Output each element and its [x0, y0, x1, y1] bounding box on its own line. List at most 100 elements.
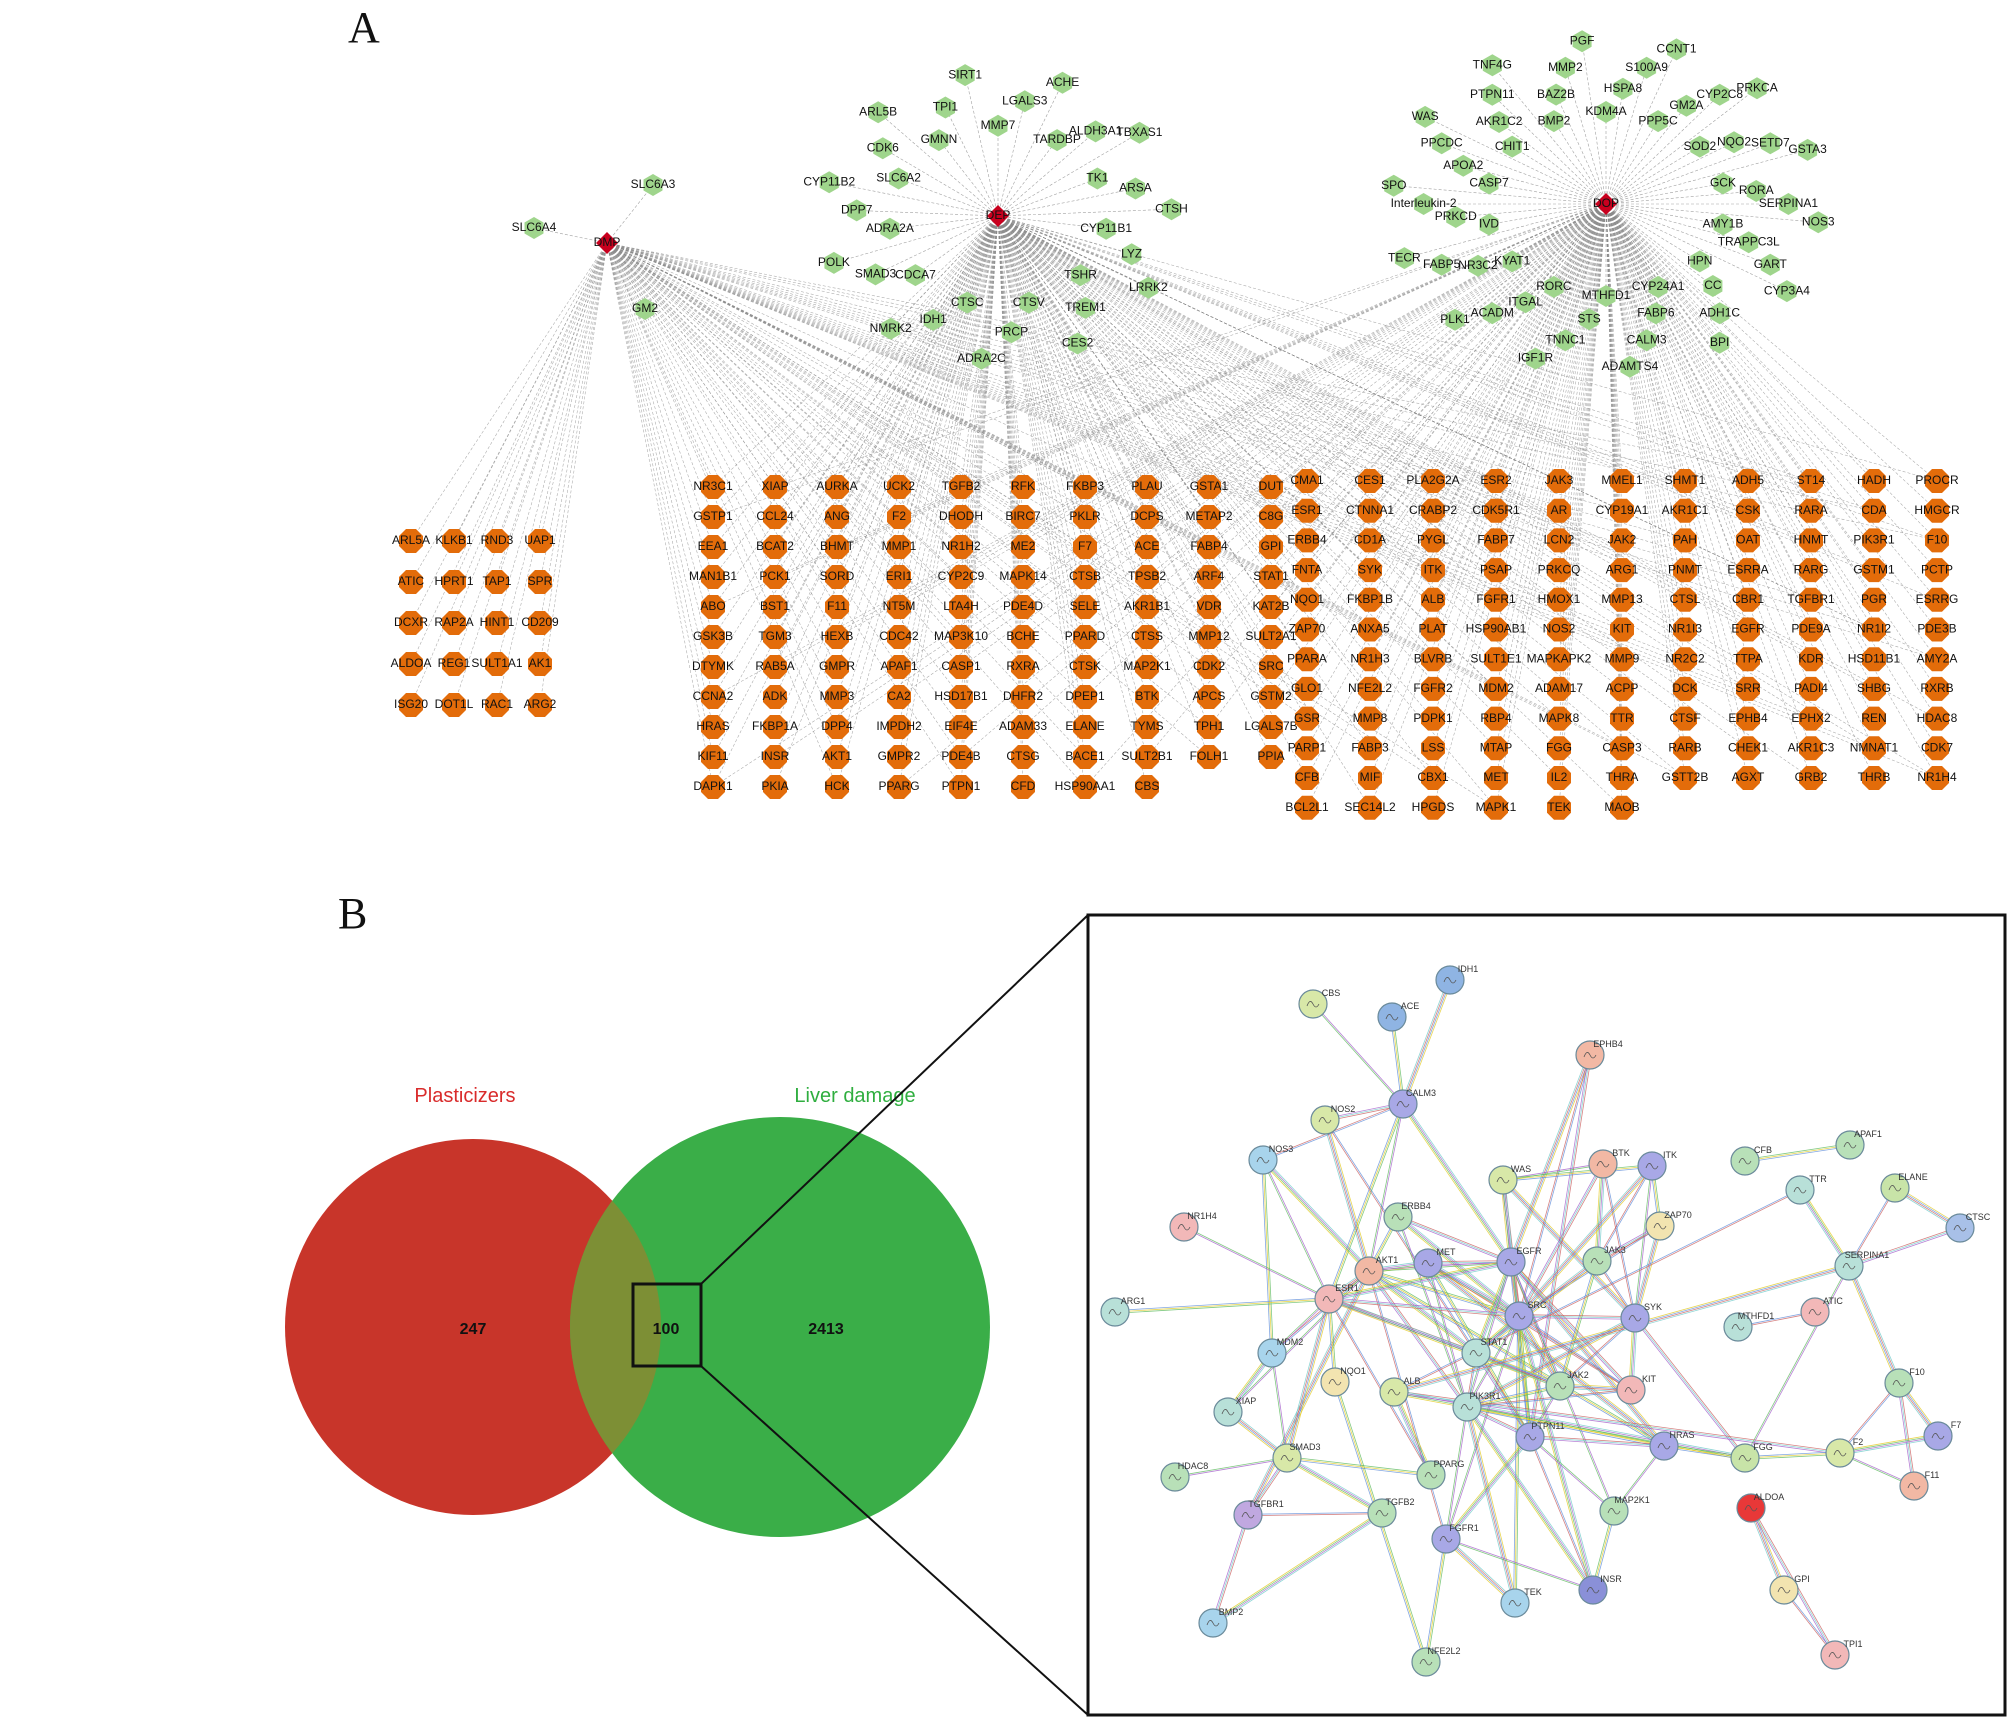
edge-dep-acpp — [997, 215, 1623, 690]
edge-dop-zap70 — [1306, 203, 1607, 630]
green-node-tshr: TSHR — [1064, 264, 1097, 287]
target-node-aldoa: ALDOA — [391, 652, 432, 676]
edge-dep-ace — [997, 215, 1148, 548]
venn-label-liver-damage: Liver damage — [794, 1085, 915, 1107]
ppi-edge-smad3-pparg — [1287, 1456, 1432, 1475]
svg-text:CSK: CSK — [1736, 503, 1761, 517]
green-node-calm3: CALM3 — [1627, 329, 1667, 352]
edge-dep-nr1h4 — [997, 215, 1938, 779]
svg-text:ALDOA: ALDOA — [391, 656, 432, 670]
target-node-pah: PAH — [1673, 528, 1697, 553]
green-node-ces2: CES2 — [1062, 332, 1094, 355]
edge-dop-amy2a — [1605, 203, 1938, 660]
ppi-edge-met-kit — [1427, 1263, 1631, 1391]
green-node-ivd: IVD — [1479, 213, 1499, 236]
svg-text:DPP7: DPP7 — [841, 203, 873, 217]
edge-dop-st14 — [1605, 203, 1812, 482]
target-node-arg1: ARG1 — [1606, 558, 1639, 583]
ppi-edge-serpina1-elane — [1849, 1188, 1896, 1267]
target-node-amy2a: AMY2A — [1917, 647, 1957, 672]
edge-dmp-rap2a — [453, 242, 608, 624]
target-node-sult1a1: SULT1A1 — [471, 652, 523, 676]
target-node-hmox1: HMOX1 — [1538, 587, 1581, 612]
svg-text:HDAC8: HDAC8 — [1178, 1461, 1209, 1471]
target-node-nt5m: NT5M — [883, 595, 915, 619]
green-node-lyz: LYZ — [1121, 243, 1142, 266]
edge-dop-adam33 — [1022, 203, 1607, 728]
edge-dmp-nr1i2 — [606, 242, 1875, 630]
edge-dep-hsp90aa1 — [997, 215, 1086, 788]
target-node-mif: MIF — [1358, 766, 1382, 790]
edge-dep-cyp11b1 — [997, 215, 1107, 230]
svg-text:GSTP1: GSTP1 — [693, 509, 733, 523]
ppi-edge-itk-jak3 — [1597, 1166, 1653, 1262]
ppi-edge-esr1-jak2 — [1329, 1297, 1561, 1386]
svg-text:RND3: RND3 — [481, 533, 514, 547]
edge-dop-cfb — [1306, 203, 1607, 779]
target-node-il2: IL2 — [1547, 766, 1571, 790]
svg-text:GSTM2: GSTM2 — [1250, 689, 1292, 703]
svg-text:KYAT1: KYAT1 — [1494, 254, 1531, 268]
ppi-edge-nos2-akt1 — [1325, 1119, 1371, 1271]
target-node-ctss: CTSS — [1131, 625, 1163, 649]
svg-text:JAK2: JAK2 — [1608, 533, 1637, 547]
ppi-edges — [1114, 979, 1962, 1663]
target-node-tek: TEK — [1547, 795, 1571, 820]
ppi-edge-serpina1-ctsc — [1849, 1228, 1961, 1268]
svg-text:CC: CC — [1704, 278, 1722, 292]
target-node-reg1: REG1 — [438, 652, 471, 676]
ppi-edge-btk-syk — [1603, 1163, 1637, 1318]
edge-dop-nos3 — [1605, 203, 1819, 223]
svg-text:MMP2: MMP2 — [1548, 60, 1583, 74]
ppi-edge-f7-f2 — [1839, 1433, 1938, 1452]
target-node-bcat2: BCAT2 — [756, 535, 794, 559]
edge-dmp-eea1 — [606, 242, 714, 548]
svg-text:RAC1: RAC1 — [481, 697, 513, 711]
target-node-cma1: CMA1 — [1290, 469, 1324, 493]
ppi-node-f10: F10 — [1884, 1367, 1925, 1398]
svg-text:KLKB1: KLKB1 — [435, 533, 473, 547]
svg-text:ZAP70: ZAP70 — [1664, 1210, 1692, 1220]
svg-text:TECR: TECR — [1388, 250, 1421, 264]
svg-text:MAPK14: MAPK14 — [999, 569, 1047, 583]
green-node-nr3c2: NR3C2 — [1458, 254, 1498, 277]
target-node-hnmt: HNMT — [1794, 528, 1829, 553]
edge-dmp-st14 — [606, 242, 1812, 482]
edge-dep-mmp12 — [997, 215, 1210, 638]
green-node-ctsv: CTSV — [1013, 291, 1045, 314]
svg-text:FKBP1A: FKBP1A — [752, 719, 798, 733]
ppi-edge-fgfr1-nfe2l2 — [1426, 1539, 1448, 1663]
svg-text:IDH1: IDH1 — [1458, 964, 1479, 974]
target-node-thra: THRA — [1606, 766, 1638, 790]
svg-text:MMP13: MMP13 — [1601, 592, 1643, 606]
svg-text:NQO1: NQO1 — [1340, 1366, 1366, 1376]
target-node-dpp4: DPP4 — [821, 715, 853, 739]
svg-text:NR1I3: NR1I3 — [1668, 622, 1702, 636]
target-node-btk: BTK — [1135, 685, 1159, 709]
ppi-edge-ptpn11-hras — [1529, 1437, 1664, 1448]
green-node-tardbp: TARDBP — [1033, 129, 1081, 152]
target-node-sec14l2: SEC14L2 — [1344, 795, 1396, 820]
green-node-aldh3a1: ALDH3A1 — [1069, 120, 1123, 143]
green-node-cdca7: CDCA7 — [895, 264, 936, 287]
svg-text:FABP5: FABP5 — [1423, 257, 1461, 271]
svg-text:ADK: ADK — [763, 689, 788, 703]
edge-dop-erbb4 — [1306, 203, 1607, 541]
edge-dmp-gstp1 — [606, 242, 714, 518]
svg-text:PRKCA: PRKCA — [1736, 80, 1777, 94]
ppi-edge-nos2-akt1 — [1323, 1120, 1369, 1272]
svg-text:TTR: TTR — [1610, 711, 1634, 725]
target-node-dcps: DCPS — [1130, 505, 1164, 529]
svg-text:THRB: THRB — [1858, 770, 1891, 784]
svg-text:TTR: TTR — [1809, 1174, 1827, 1184]
ppi-edge-ptpn11-fgfr1 — [1445, 1436, 1530, 1539]
overlap-highlight-box — [631, 1282, 703, 1368]
edge-dep-tardbp — [997, 139, 1058, 217]
svg-text:PIK3R1: PIK3R1 — [1853, 533, 1895, 547]
svg-text:AKT1: AKT1 — [1376, 1255, 1399, 1265]
edge-dep-fabp4 — [997, 215, 1210, 548]
ppi-edge-tek-fgfr1 — [1447, 1537, 1517, 1602]
ppi-edge-serpina1-ttr — [1801, 1188, 1852, 1266]
green-node-serpina1: SERPINA1 — [1759, 193, 1818, 215]
